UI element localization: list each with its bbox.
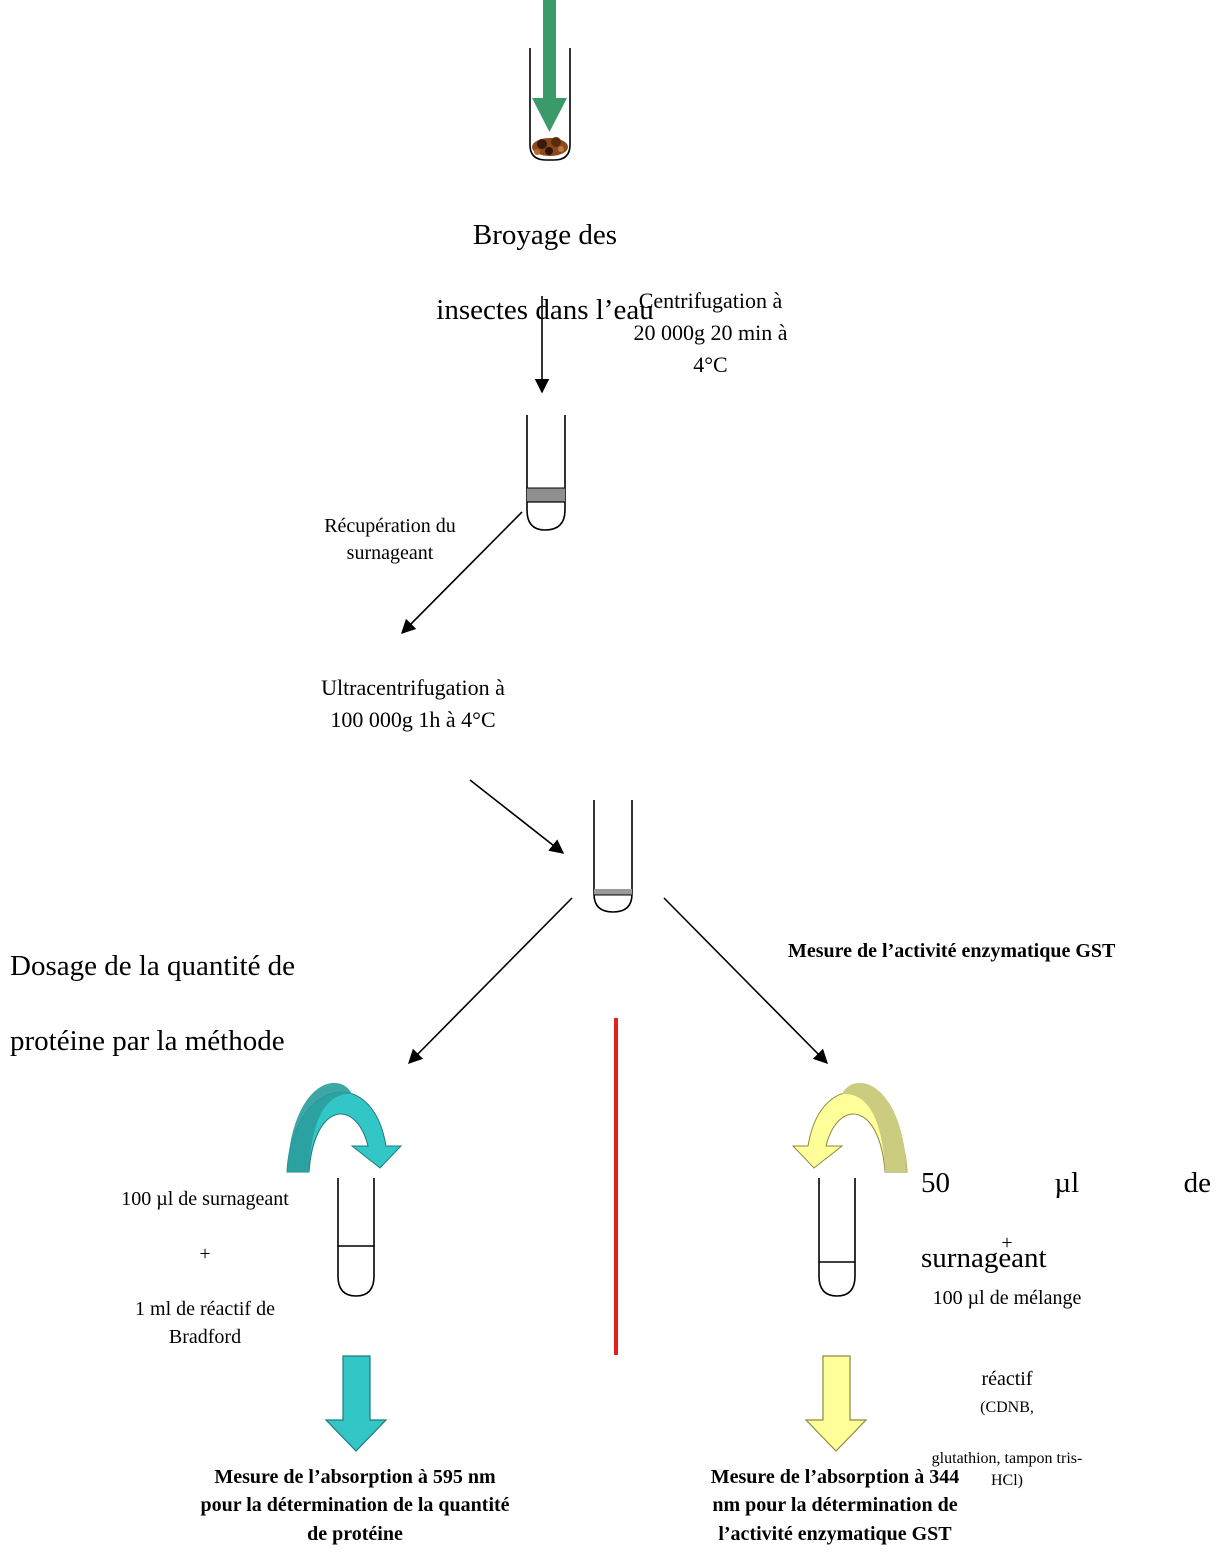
green-down-arrow — [532, 0, 567, 132]
right-reagent-2-detail-a: (CDNB, — [980, 1399, 1034, 1417]
grinding-label-line1: Broyage des — [472, 218, 618, 251]
protein-assay-title: Dosage de la quantité de protéine par la… — [10, 910, 370, 1098]
centrifugation-label: Centrifugation à 20 000g 20 min à 4°C — [633, 288, 788, 377]
right-plus: + — [1001, 1232, 1013, 1255]
protein-result: Mesure de l’absorption à 595 nm pour la … — [200, 1466, 510, 1545]
left-plus: + — [199, 1242, 211, 1265]
right-tube — [818, 1178, 856, 1297]
grinding-label-line2: insectes dans l’eau — [436, 294, 654, 327]
centrifuged-tube — [526, 415, 566, 531]
left-reagents: 100 µl de surnageant + 1 ml de réactif d… — [75, 1158, 335, 1379]
gst-activity-title: Mesure de l’activité enzymatique GST — [788, 940, 1116, 962]
right-reagent-2-detail: glutathion, tampon tris-HCl) — [931, 1449, 1083, 1490]
right-reagent-1-de: de — [1183, 1166, 1211, 1199]
arrow-right-branch — [663, 897, 829, 1065]
ultracentrifuged-tube — [593, 800, 633, 913]
arrow-to-supernatant-tube — [469, 779, 565, 854]
right-reagent-1: 50 µl de surnageant — [921, 1127, 1211, 1315]
right-reagent-2: 100 µl de mélange — [932, 1286, 1082, 1309]
right-reagent-2-line2: réactif (CDNB, — [902, 1339, 1112, 1421]
left-reagent-2: 1 ml de réactif de Bradford — [135, 1297, 275, 1348]
right-reagent-1-line2: surnageant — [921, 1242, 1047, 1275]
yellow-curved-arrow — [791, 1082, 908, 1173]
right-reagents-rest: + 100 µl de mélange réactif (CDNB, gluta… — [902, 1203, 1112, 1520]
right-reagent-2b: réactif — [981, 1368, 1033, 1391]
protein-assay-title-line1: Dosage de la quantité de — [10, 949, 296, 982]
right-reagent-1-line1: 50 µl de — [921, 1165, 1211, 1203]
arrow-to-ultracentrifuge — [400, 511, 523, 635]
left-tube — [337, 1178, 375, 1297]
yellow-block-arrow — [804, 1355, 868, 1452]
arrow-left-branch — [407, 897, 573, 1065]
grinding-tube — [529, 48, 571, 161]
grinding-label: Broyage des insectes dans l’eau — [410, 179, 680, 367]
left-reagent-1: 100 µl de surnageant — [121, 1187, 289, 1210]
ultracentrifugation-label: Ultracentrifugation à 100 000g 1h à 4°C — [321, 675, 505, 732]
teal-curved-arrow — [286, 1082, 403, 1173]
right-reagent-1-unit: µl — [1054, 1166, 1080, 1199]
recovery-label: Récupération du surnageant — [324, 515, 456, 564]
right-reagent-1-qty: 50 — [921, 1166, 950, 1199]
gst-result: Mesure de l’absorption à 344 nm pour la … — [710, 1466, 960, 1545]
teal-block-arrow — [324, 1355, 388, 1452]
protein-assay-title-line2: protéine par la méthode — [10, 1025, 285, 1058]
